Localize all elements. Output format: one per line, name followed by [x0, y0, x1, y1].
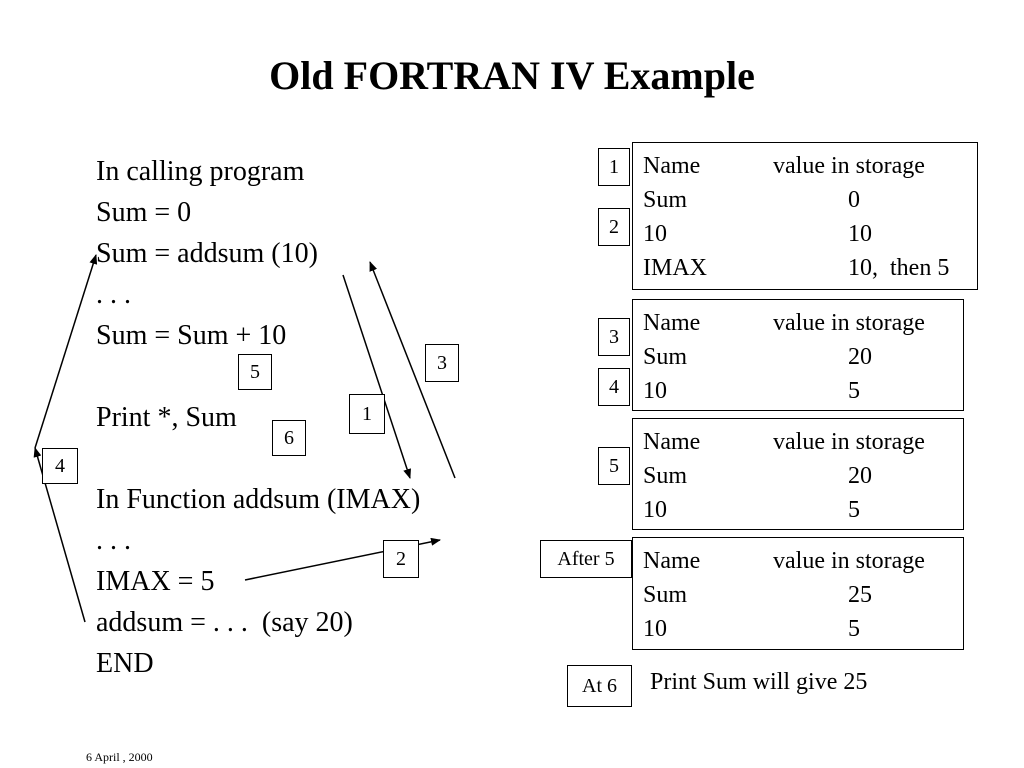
table-label-3: 3 [598, 318, 630, 356]
step-label-1: 1 [349, 394, 385, 434]
code-line-sum-init: Sum = 0 [96, 197, 192, 228]
cell-value: 0 [848, 187, 860, 213]
cell-name: Sum [643, 187, 688, 213]
cell-name: Sum [643, 582, 688, 608]
cell-name: 10 [643, 497, 667, 523]
header-value: value in storage [773, 310, 925, 336]
arrow-1-call [342, 274, 411, 479]
cell-name: 10 [643, 221, 667, 247]
table-header-row: Name value in storage [643, 425, 953, 459]
header-name: Name [643, 429, 701, 455]
header-name: Name [643, 548, 701, 574]
header-value: value in storage [773, 429, 925, 455]
table-label-after-5: After 5 [540, 540, 632, 578]
cell-value: 5 [848, 497, 860, 523]
storage-table-1: Name value in storage Sum 0 10 10 IMAX 1… [632, 142, 978, 290]
cell-value: 20 [848, 344, 872, 370]
table-row: 10 5 [643, 374, 953, 408]
table-label-4: 4 [598, 368, 630, 406]
table-row: Sum 20 [643, 340, 953, 374]
table-label-1: 1 [598, 148, 630, 186]
table-row: 10 5 [643, 493, 953, 527]
header-name: Name [643, 310, 701, 336]
code-line-ellipsis-1: . . . [96, 279, 131, 310]
cell-name: 10 [643, 378, 667, 404]
cell-value: 10 [848, 221, 872, 247]
table-row: 10 10 [643, 217, 967, 251]
table-row: Sum 0 [643, 183, 967, 217]
code-line-ellipsis-2: . . . [96, 525, 131, 556]
code-line-sum-call: Sum = addsum (10) [96, 238, 318, 269]
arrow-3-return [369, 261, 456, 479]
step-label-6: 6 [272, 420, 306, 456]
code-line-function-header: In Function addsum (IMAX) [96, 484, 421, 515]
cell-name: IMAX [643, 255, 707, 281]
table-row: Sum 25 [643, 578, 953, 612]
step-label-2: 2 [383, 540, 419, 578]
header-value: value in storage [773, 153, 925, 179]
cell-name: Sum [643, 463, 688, 489]
table-header-row: Name value in storage [643, 544, 953, 578]
header-value: value in storage [773, 548, 925, 574]
table-row: IMAX 10, then 5 [643, 251, 967, 285]
cell-value: 25 [848, 582, 872, 608]
cell-value: 5 [848, 616, 860, 642]
step-label-4: 4 [42, 448, 78, 484]
storage-table-2: Name value in storage Sum 20 10 5 [632, 299, 964, 411]
footer-date: 6 April , 2000 [86, 750, 153, 764]
table-label-2: 2 [598, 208, 630, 246]
cell-value: 10, then 5 [848, 255, 950, 281]
table-header-row: Name value in storage [643, 149, 967, 183]
table-label-5: 5 [598, 447, 630, 485]
table-row: Sum 20 [643, 459, 953, 493]
code-line-calling-program: In calling program [96, 156, 305, 187]
code-line-print: Print *, Sum [96, 402, 237, 433]
code-line-addsum-assign: addsum = . . . (say 20) [96, 607, 353, 638]
code-line-imax-assign: IMAX = 5 [96, 566, 215, 597]
storage-table-4: Name value in storage Sum 25 10 5 [632, 537, 964, 650]
table-row: 10 5 [643, 612, 953, 646]
code-line-sum-add: Sum = Sum + 10 [96, 320, 287, 351]
cell-name: Sum [643, 344, 688, 370]
result-note: Print Sum will give 25 [650, 669, 868, 695]
arrow-4-up [34, 254, 98, 449]
header-name: Name [643, 153, 701, 179]
cell-value: 5 [848, 378, 860, 404]
storage-table-3: Name value in storage Sum 20 10 5 [632, 418, 964, 530]
step-label-3: 3 [425, 344, 459, 382]
step-label-5: 5 [238, 354, 272, 390]
slide-title: Old FORTRAN IV Example [269, 53, 755, 98]
cell-value: 20 [848, 463, 872, 489]
label-at-6: At 6 [567, 665, 632, 707]
cell-name: 10 [643, 616, 667, 642]
table-header-row: Name value in storage [643, 306, 953, 340]
code-line-end: END [96, 648, 154, 679]
